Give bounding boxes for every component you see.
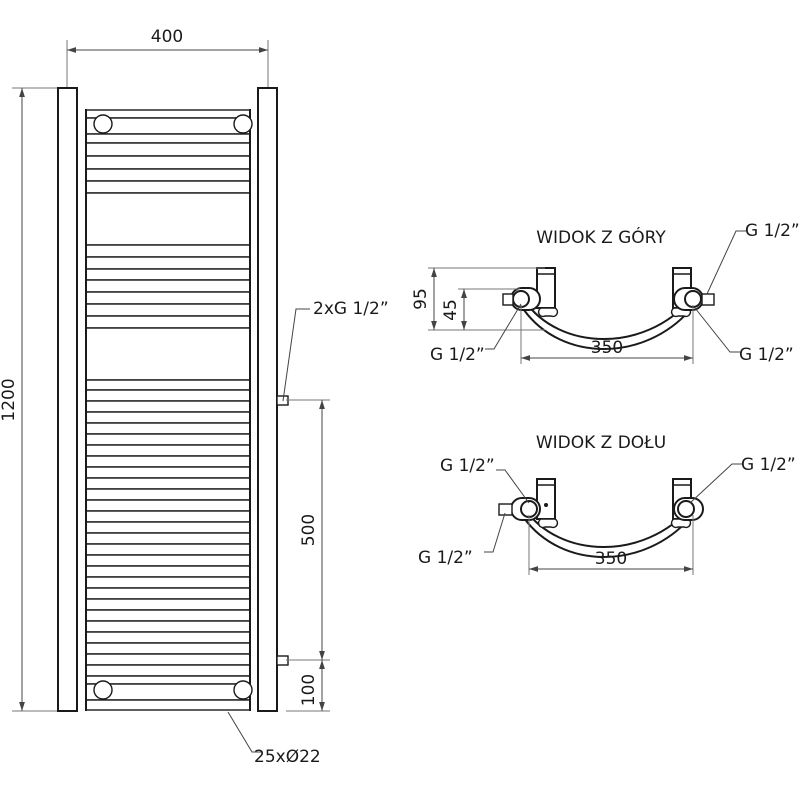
bottom-view-group: WIDOK Z DOŁU — [418, 433, 796, 575]
mount-boss-top-left — [93, 114, 113, 134]
mount-boss-bottom-right — [233, 680, 253, 700]
bottom-view-valve-left — [498, 497, 541, 521]
front-bars-label: 25xØ22 — [254, 747, 321, 767]
top-view-riser-left — [536, 267, 556, 309]
leader-top-view-lower-left — [485, 303, 522, 350]
top-view-label-upper-right: G 1/2” — [745, 221, 800, 241]
bottom-view-nub-left — [537, 518, 559, 529]
bottom-view-valve-right — [673, 497, 704, 521]
dimension-height-1200 — [12, 87, 64, 712]
top-view-valve-left — [502, 287, 541, 311]
leader-bottom-view-upper-left — [496, 469, 530, 504]
top-view-label-lower-right: G 1/2” — [739, 345, 794, 365]
top-view-rail-outer — [522, 298, 692, 340]
top-view-group: WIDOK Z GÓRY — [411, 221, 800, 365]
mount-boss-bottom-left — [93, 680, 113, 700]
bottom-view-title: WIDOK Z DOŁU — [536, 433, 666, 453]
bottom-view-rail-inner — [522, 516, 692, 558]
top-view-label-lower-left: G 1/2” — [430, 345, 485, 365]
leader-2xg-half-inch — [282, 308, 310, 402]
dimension-top-45 — [458, 288, 520, 331]
leader-bottom-view-upper-right — [689, 463, 742, 504]
dimension-offset-100 — [286, 660, 330, 712]
radiator-left-post — [57, 87, 78, 712]
leader-top-view-upper-right — [706, 230, 746, 295]
bottom-view-350-label: 350 — [595, 549, 627, 569]
front-offset-100-label: 100 — [299, 674, 319, 706]
top-view-nub-left — [537, 307, 559, 318]
top-view-title: WIDOK Z GÓRY — [536, 226, 666, 248]
front-width-label: 400 — [151, 27, 183, 47]
dimension-bottom-350 — [528, 515, 694, 575]
bottom-view-label-upper-left: G 1/2” — [440, 456, 495, 476]
leader-bottom-view-lower-left — [484, 512, 506, 553]
leader-bars-count — [227, 711, 262, 753]
top-view-rail-inner — [522, 308, 692, 350]
bottom-view-nub-right — [670, 518, 692, 529]
radiator-right-post — [257, 87, 278, 712]
front-height-label: 1200 — [0, 378, 19, 421]
front-view-group: 400 1200 — [0, 27, 389, 767]
dimension-top-350 — [520, 305, 694, 364]
front-connection-label: 2xG 1/2” — [313, 299, 389, 319]
dimension-width-400 — [66, 40, 269, 90]
radiator-rungs — [85, 109, 251, 711]
top-view-45-label: 45 — [441, 299, 461, 321]
bottom-view-label-lower-left: G 1/2” — [418, 548, 473, 568]
bottom-view-label-upper-right: G 1/2” — [741, 455, 796, 475]
mount-boss-top-right — [233, 114, 253, 134]
top-view-350-label: 350 — [591, 338, 623, 358]
leader-top-view-lower-right — [694, 307, 740, 353]
front-offset-500-label: 500 — [299, 514, 319, 546]
top-view-95-label: 95 — [411, 288, 431, 310]
